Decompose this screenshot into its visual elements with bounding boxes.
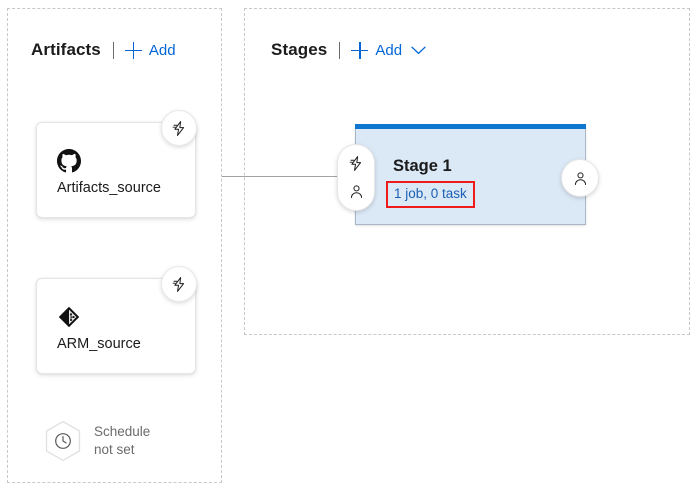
lightning-bolt-icon[interactable] xyxy=(161,266,197,302)
stage-card[interactable] xyxy=(355,124,586,225)
clock-hexagon-icon xyxy=(44,420,82,462)
artifacts-title: Artifacts xyxy=(31,40,101,59)
pre-deployment-conditions-pill[interactable] xyxy=(337,144,375,211)
stages-title: Stages xyxy=(271,40,328,59)
person-icon xyxy=(572,170,589,187)
add-stage-label: Add xyxy=(375,41,403,59)
header-divider xyxy=(112,41,114,59)
post-deployment-conditions-badge[interactable] xyxy=(561,159,599,197)
header-divider xyxy=(339,41,341,59)
stage-status-bar xyxy=(355,124,586,129)
stages-panel-header: Stages Add xyxy=(271,40,426,60)
chevron-down-icon[interactable] xyxy=(411,46,426,55)
lightning-bolt-icon[interactable] xyxy=(161,110,197,146)
stage-summary-link[interactable]: 1 job, 0 task xyxy=(394,186,467,201)
stage-summary-highlight: 1 job, 0 task xyxy=(386,181,475,208)
plus-icon xyxy=(124,41,142,59)
azure-repos-git-icon xyxy=(57,305,81,329)
plus-icon xyxy=(351,41,369,59)
artifacts-panel xyxy=(7,8,222,483)
person-icon[interactable] xyxy=(348,183,365,200)
artifact-to-stage-connector xyxy=(222,176,346,177)
lightning-bolt-icon[interactable] xyxy=(348,155,365,172)
add-artifact-label: Add xyxy=(148,41,176,59)
schedule-line-2: not set xyxy=(94,442,135,457)
artifact-label: ARM_source xyxy=(57,336,141,352)
artifacts-panel-header: Artifacts Add xyxy=(31,40,176,60)
schedule-trigger[interactable]: Schedule not set xyxy=(44,420,150,462)
stages-panel xyxy=(244,8,690,335)
schedule-status-text: Schedule not set xyxy=(94,423,150,459)
schedule-line-1: Schedule xyxy=(94,423,151,439)
github-icon xyxy=(57,149,81,173)
artifact-label: Artifacts_source xyxy=(57,180,161,196)
add-stage-button[interactable]: Add xyxy=(351,41,403,59)
add-artifact-button[interactable]: Add xyxy=(124,41,176,59)
stage-name: Stage 1 xyxy=(393,157,452,175)
